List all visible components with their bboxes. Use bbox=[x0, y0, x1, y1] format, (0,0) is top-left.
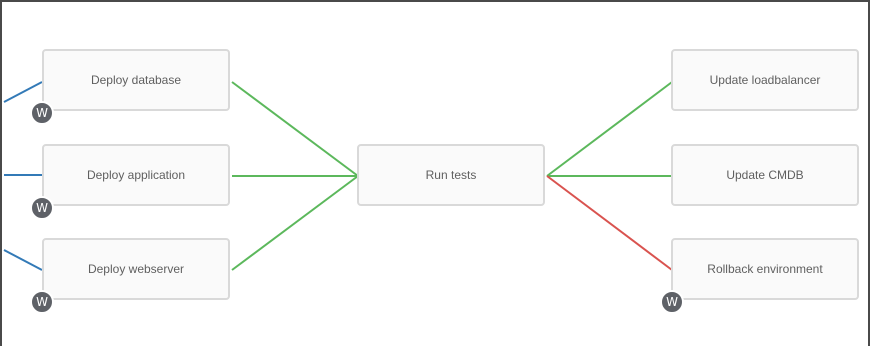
node-deploy-webserver[interactable]: Deploy webserver bbox=[42, 238, 230, 300]
workflow-badge-icon[interactable]: W bbox=[30, 101, 54, 125]
workflow-badge-icon[interactable]: W bbox=[30, 290, 54, 314]
node-update-loadbalancer-label: Update loadbalancer bbox=[709, 73, 821, 87]
node-update-cmdb[interactable]: Update CMDB bbox=[671, 144, 859, 206]
node-deploy-application[interactable]: Deploy application bbox=[42, 144, 230, 206]
node-run-tests[interactable]: Run tests bbox=[357, 144, 545, 206]
link-run-tests-rollback-environment[interactable] bbox=[546, 175, 673, 271]
node-update-cmdb-label: Update CMDB bbox=[726, 168, 804, 182]
link-incoming-deploy-database[interactable] bbox=[3, 81, 43, 103]
link-deploy-webserver-run-tests[interactable] bbox=[231, 175, 359, 271]
node-deploy-database[interactable]: Deploy database bbox=[42, 49, 230, 111]
link-deploy-database-run-tests[interactable] bbox=[231, 81, 359, 177]
workflow-badge-icon[interactable]: W bbox=[30, 196, 54, 220]
link-incoming-deploy-webserver[interactable] bbox=[3, 249, 43, 271]
node-rollback-environment[interactable]: Rollback environment bbox=[671, 238, 859, 300]
workflow-badge-icon[interactable]: W bbox=[660, 290, 684, 314]
node-rollback-environment-label: Rollback environment bbox=[707, 262, 823, 276]
node-deploy-application-label: Deploy application bbox=[86, 168, 186, 182]
node-deploy-webserver-label: Deploy webserver bbox=[87, 262, 185, 276]
link-run-tests-update-loadbalancer[interactable] bbox=[546, 81, 673, 177]
node-update-loadbalancer[interactable]: Update loadbalancer bbox=[671, 49, 859, 111]
node-deploy-database-label: Deploy database bbox=[90, 73, 182, 87]
node-run-tests-label: Run tests bbox=[425, 168, 477, 182]
